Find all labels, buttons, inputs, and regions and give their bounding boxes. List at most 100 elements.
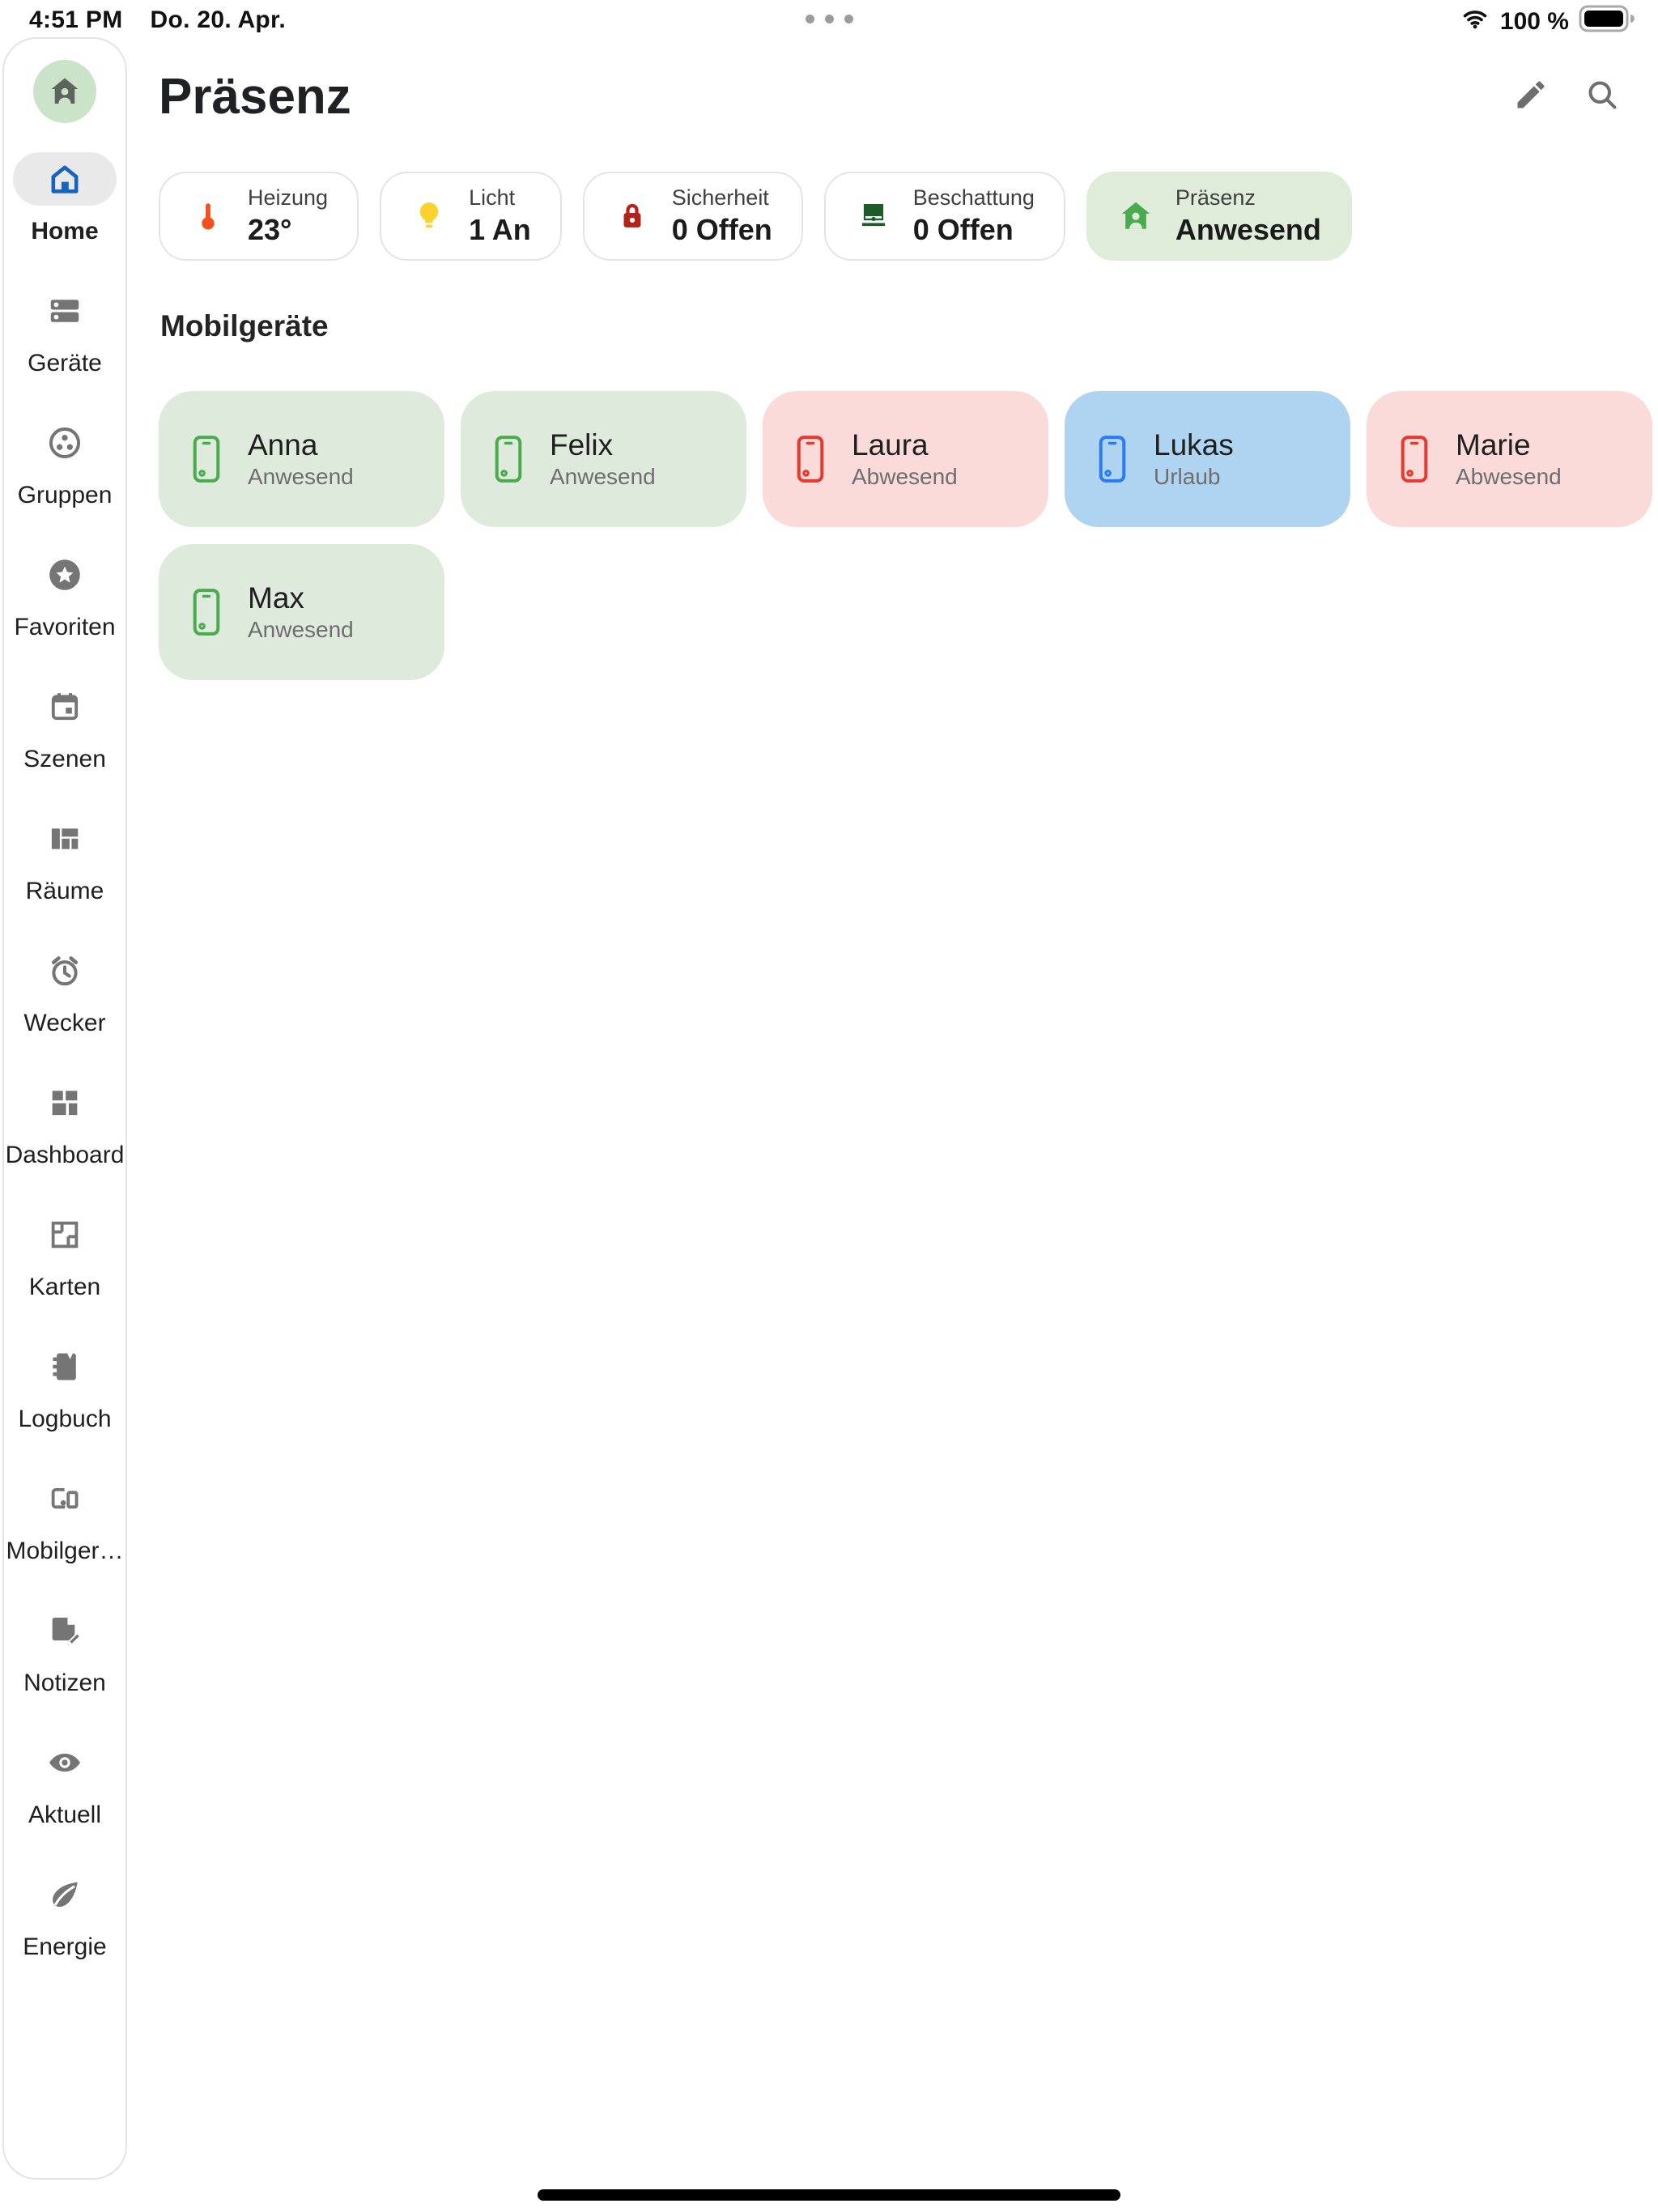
pencil-icon bbox=[1517, 81, 1545, 108]
device-card-marie[interactable]: Marie Abwesend bbox=[1367, 391, 1652, 527]
sidebar-item-label: Mobilger… bbox=[6, 1538, 124, 1564]
star-circle-icon bbox=[13, 548, 117, 602]
chip-label: Licht bbox=[469, 185, 516, 211]
chip-value: 23° bbox=[248, 212, 292, 246]
bulb-icon bbox=[410, 198, 448, 235]
chip-value: 0 Offen bbox=[671, 212, 772, 246]
sidebar-item-label: Gruppen bbox=[17, 482, 113, 508]
sidebar-item-home[interactable]: Home bbox=[4, 152, 125, 284]
chip-value: Anwesend bbox=[1175, 212, 1321, 246]
battery-percent: 100 % bbox=[1499, 8, 1569, 35]
sidebar-item-label: Wecker bbox=[23, 1010, 106, 1036]
chip-praesenz[interactable]: Präsenz Anwesend bbox=[1086, 172, 1352, 261]
sidebar-item-aktuell[interactable]: Aktuell bbox=[4, 1736, 125, 1868]
dashboard-grid-icon bbox=[13, 1076, 117, 1129]
clock-date: Do. 20. Apr. bbox=[150, 6, 287, 33]
sidebar-item-label: Logbuch bbox=[18, 1406, 112, 1432]
chip-heizung[interactable]: Heizung 23° bbox=[159, 172, 359, 261]
battery-icon bbox=[1579, 5, 1637, 39]
section-title-mobilgeraete: Mobilgeräte bbox=[160, 309, 329, 342]
leaf-icon bbox=[13, 1868, 117, 1921]
floorplan-icon bbox=[13, 1208, 117, 1261]
device-name: Lukas bbox=[1154, 428, 1234, 462]
chip-beschattung[interactable]: Beschattung 0 Offen bbox=[823, 172, 1065, 261]
smartphone-icon bbox=[797, 436, 824, 483]
home-person-icon bbox=[1117, 198, 1154, 235]
chip-value: 0 Offen bbox=[912, 212, 1014, 246]
device-cards: Anna Anwesend Felix Anwesend bbox=[159, 391, 1652, 680]
sidebar-item-karten[interactable]: Karten bbox=[4, 1208, 125, 1340]
device-card-max[interactable]: Max Anwesend bbox=[159, 544, 444, 680]
calendar-event-icon bbox=[13, 680, 117, 734]
sidebar-item-geraete[interactable]: Geräte bbox=[4, 284, 125, 416]
smartphone-icon bbox=[1099, 436, 1126, 483]
lock-icon bbox=[614, 198, 651, 235]
sidebar-item-gruppen[interactable]: Gruppen bbox=[4, 416, 125, 548]
eye-icon bbox=[13, 1736, 117, 1789]
sidebar-item-notizen[interactable]: Notizen bbox=[4, 1604, 125, 1736]
rooms-quilt-icon bbox=[13, 812, 117, 866]
sidebar-item-wecker[interactable]: Wecker bbox=[4, 944, 125, 1076]
device-status: Abwesend bbox=[852, 464, 958, 489]
sidebar-item-label: Energie bbox=[23, 1933, 107, 1960]
sidebar-item-label: Karten bbox=[28, 1274, 101, 1300]
sidebar-item-label: Dashboard bbox=[5, 1142, 125, 1168]
chip-licht[interactable]: Licht 1 An bbox=[380, 172, 562, 261]
sidebar-item-favoriten[interactable]: Favoriten bbox=[4, 548, 125, 680]
chip-label: Beschattung bbox=[912, 185, 1035, 211]
sidebar-item-label: Szenen bbox=[23, 746, 106, 772]
sidebar-item-szenen[interactable]: Szenen bbox=[4, 680, 125, 812]
home-person-icon[interactable] bbox=[33, 60, 96, 123]
page-title: Präsenz bbox=[159, 69, 351, 125]
device-card-lukas[interactable]: Lukas Urlaub bbox=[1065, 391, 1350, 527]
alarm-clock-icon bbox=[13, 944, 117, 998]
sidebar-item-raeume[interactable]: Räume bbox=[4, 812, 125, 944]
smartphone-icon bbox=[193, 589, 220, 636]
shade-icon bbox=[855, 198, 892, 235]
notebook-icon bbox=[13, 1340, 117, 1393]
search-icon bbox=[1588, 81, 1617, 109]
smartphone-icon bbox=[193, 436, 220, 483]
device-status: Anwesend bbox=[248, 617, 354, 642]
device-card-felix[interactable]: Felix Anwesend bbox=[461, 391, 746, 527]
summary-chips: Heizung 23° Licht 1 An bbox=[159, 172, 1352, 261]
search-button[interactable] bbox=[1584, 76, 1621, 113]
note-pencil-icon bbox=[13, 1604, 117, 1657]
device-name: Anna bbox=[248, 428, 318, 462]
home-icon bbox=[13, 152, 117, 206]
sidebar-item-dashboard[interactable]: Dashboard bbox=[4, 1076, 125, 1208]
sidebar-item-logbuch[interactable]: Logbuch bbox=[4, 1340, 125, 1472]
device-card-anna[interactable]: Anna Anwesend bbox=[159, 391, 444, 527]
chip-value: 1 An bbox=[469, 212, 531, 246]
mobile-devices-icon bbox=[13, 1472, 117, 1525]
home-indicator[interactable] bbox=[538, 2189, 1120, 2201]
device-status: Urlaub bbox=[1154, 464, 1221, 489]
devices-stack-icon bbox=[13, 284, 117, 338]
wifi-icon bbox=[1460, 5, 1490, 39]
device-status: Anwesend bbox=[550, 464, 656, 489]
sidebar-item-energie[interactable]: Energie bbox=[4, 1868, 125, 2000]
sidebar-item-label: Aktuell bbox=[28, 1802, 102, 1828]
sidebar-item-label: Geräte bbox=[28, 350, 102, 376]
chip-label: Präsenz bbox=[1175, 185, 1256, 211]
device-status: Anwesend bbox=[248, 464, 354, 489]
status-bar: 4:51 PM Do. 20. Apr. 100 % bbox=[0, 0, 1658, 37]
sidebar-item-mobilgeraete[interactable]: Mobilger… bbox=[4, 1472, 125, 1604]
clock-time: 4:51 PM bbox=[29, 6, 123, 33]
chip-sicherheit[interactable]: Sicherheit 0 Offen bbox=[582, 172, 803, 261]
chip-label: Heizung bbox=[248, 185, 329, 211]
smartphone-icon bbox=[495, 436, 522, 483]
multitask-ellipsis[interactable] bbox=[0, 15, 1658, 23]
device-name: Max bbox=[248, 581, 304, 615]
chip-label: Sicherheit bbox=[671, 185, 769, 211]
device-card-laura[interactable]: Laura Abwesend bbox=[763, 391, 1048, 527]
thermometer-icon bbox=[189, 198, 227, 235]
device-status: Abwesend bbox=[1456, 464, 1562, 489]
smartphone-icon bbox=[1401, 436, 1428, 483]
groups-circle-icon bbox=[13, 416, 117, 470]
sidebar: Home Geräte Gr bbox=[2, 37, 127, 2180]
device-name: Felix bbox=[550, 428, 614, 462]
device-name: Laura bbox=[852, 428, 929, 462]
edit-button[interactable] bbox=[1512, 76, 1550, 113]
